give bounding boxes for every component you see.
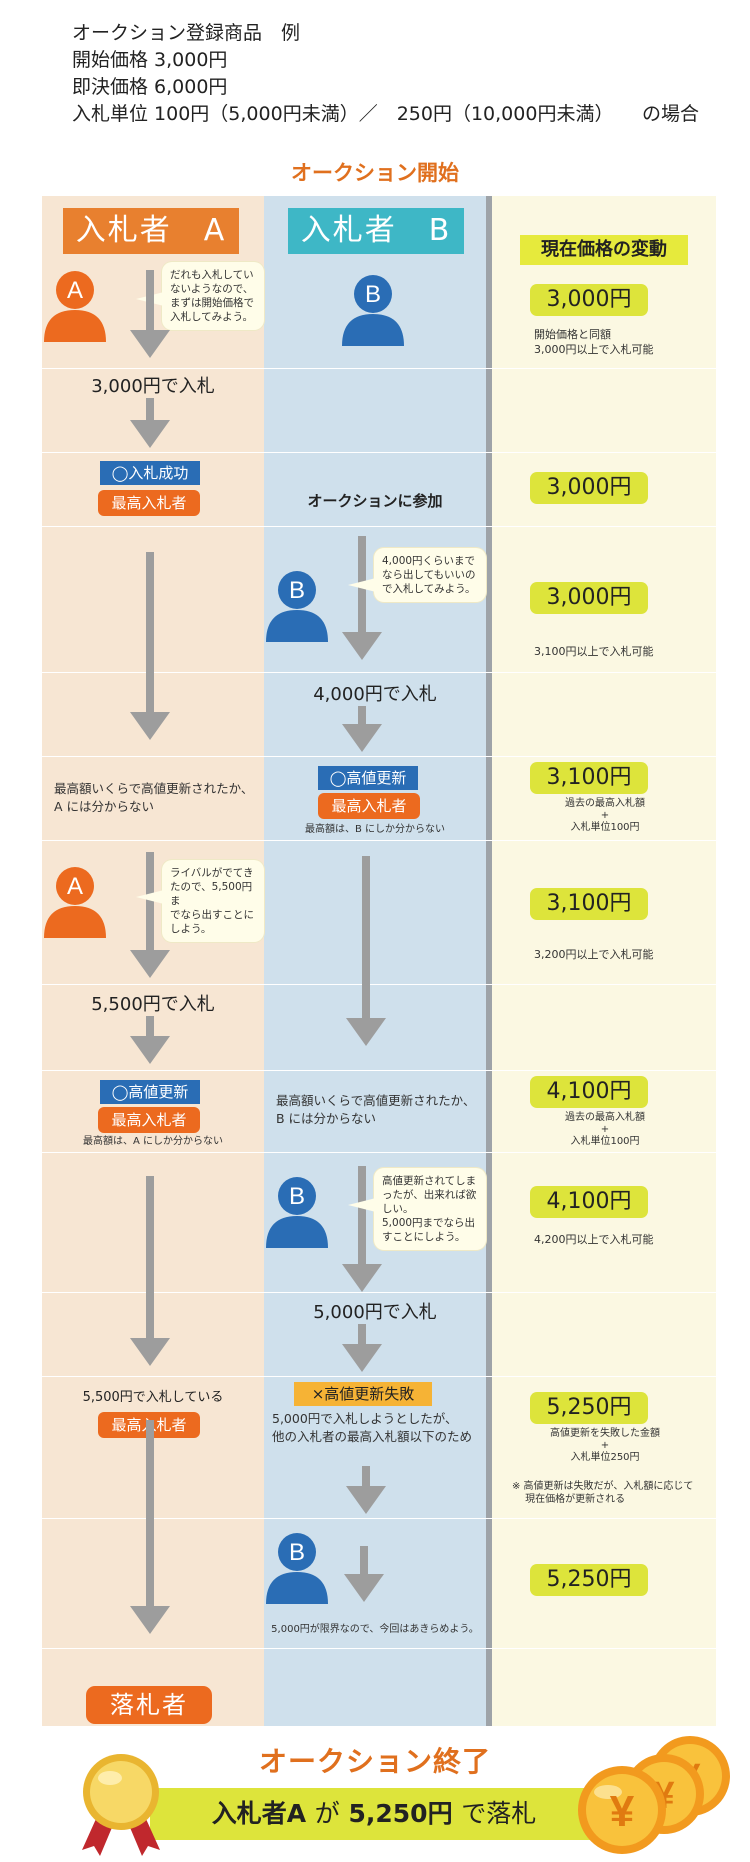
avatar-letter: A — [67, 277, 83, 304]
down-arrow-icon — [346, 1466, 386, 1514]
price-note: 過去の最高入札額 + 入札単位100円 — [565, 798, 645, 833]
result-suffix: で落札 — [461, 1799, 537, 1828]
down-arrow-icon — [130, 270, 170, 358]
bidder-b-header: 入札者 B — [288, 208, 464, 254]
row-divider — [42, 984, 716, 985]
down-arrow-icon — [342, 1324, 382, 1372]
price-update-tag: ◯高値更新 — [318, 766, 418, 790]
price-column — [490, 196, 716, 1726]
bidder-a-header: 入札者 A — [63, 208, 239, 254]
bidder-b-column — [264, 196, 486, 1726]
result-particle: が — [314, 1799, 340, 1828]
person-icon: B — [266, 571, 328, 642]
avatar-letter: B — [365, 281, 381, 308]
highest-bidder-tag: 最高入札者 — [98, 1107, 200, 1133]
down-arrow-icon — [342, 1166, 382, 1292]
highest-bidder-tag: 最高入札者 — [98, 490, 200, 516]
column-divider — [486, 196, 492, 1726]
price-update-tag: ◯高値更新 — [100, 1080, 200, 1104]
intro-bid-unit: 入札単位 100円（5,000円未満）／ 250円（10,000円未満） の場合 — [72, 103, 699, 125]
give-up-note: 5,000円が限界なので、今回はあきらめよう。 — [271, 1624, 479, 1635]
row-divider — [42, 756, 716, 757]
person-icon: A — [44, 271, 106, 342]
current-price: 3,100円 — [530, 888, 648, 920]
row-divider — [42, 1070, 716, 1071]
auction-start-title: オークション開始 — [291, 161, 459, 185]
person-icon: B — [266, 1177, 328, 1248]
result-amount: 5,250円 — [348, 1799, 453, 1828]
row-divider — [42, 672, 716, 673]
row-divider — [42, 1518, 716, 1519]
fail-note: 5,000円で入札しようとしたが、 他の入札者の最高入札額以下のため — [272, 1411, 473, 1444]
row-divider — [42, 1648, 716, 1649]
avatar-letter: B — [289, 577, 305, 604]
price-footnote: ※ 高値更新は失敗だが、入札額に応じて 現在価格が更新される — [512, 1481, 694, 1505]
bid-label: 5,000円で入札 — [313, 1302, 437, 1323]
row-divider — [42, 1376, 716, 1377]
gold-medal-icon — [82, 1754, 160, 1856]
bid-label: 3,000円で入札 — [91, 376, 215, 397]
intro-item: オークション登録商品 例 — [72, 22, 301, 44]
person-icon: B — [342, 275, 404, 346]
result-bar — [150, 1788, 598, 1840]
bid-success-tag: ◯入札成功 — [100, 461, 200, 485]
price-note: 開始価格と同額 3,000円以上で入札可能 — [534, 328, 654, 356]
b-only-note: 最高額は、B にしか分からない — [304, 824, 446, 835]
down-arrow-icon — [130, 1420, 170, 1634]
price-note: 3,200円以上で入札可能 — [534, 948, 654, 961]
down-arrow-icon — [130, 552, 170, 740]
yen-coin-icon: ¥ ¥ ¥ — [578, 1736, 730, 1854]
down-arrow-icon — [130, 1016, 170, 1064]
down-arrow-icon — [344, 1546, 384, 1602]
speech-bubble: だれも入札してい ないようなので、 まずは開始価格で 入札してみよう。 — [136, 262, 264, 330]
join-auction-label: オークションに参加 — [307, 492, 443, 510]
winner-tag: 落札者 — [86, 1686, 212, 1724]
avatar-letter: A — [67, 873, 83, 900]
bid-label: 4,000円で入札 — [313, 684, 437, 705]
result-text: 入札者A が 5,250円 で落札 — [150, 1788, 598, 1840]
row-divider — [42, 840, 716, 841]
down-arrow-icon — [130, 398, 170, 448]
current-price: 3,000円 — [530, 582, 648, 614]
avatar-letter: B — [289, 1183, 305, 1210]
row-divider — [42, 368, 716, 369]
intro-start-price: 開始価格 3,000円 — [72, 49, 228, 71]
down-arrow-icon — [346, 856, 386, 1046]
current-price: 4,100円 — [530, 1076, 648, 1108]
person-icon: A — [44, 867, 106, 938]
price-change-header: 現在価格の変動 — [520, 235, 688, 265]
a-bidding-note: 5,500円で入札している — [82, 1390, 224, 1405]
result-bidder: 入札者A — [211, 1799, 307, 1828]
speech-bubble: 4,000円くらいまで なら出してもいいの で入札してみよう。 — [348, 548, 486, 602]
price-note: 3,100円以上で入札可能 — [534, 645, 654, 658]
current-price: 3,000円 — [530, 472, 648, 504]
row-divider — [42, 1152, 716, 1153]
auction-end-title: オークション終了 — [258, 1745, 491, 1778]
current-price: 5,250円 — [530, 1392, 648, 1424]
down-arrow-icon — [342, 706, 382, 752]
row-divider — [42, 1292, 716, 1293]
b-unknown-note: 最高額いくらで高値更新されたか、 B には分からない — [276, 1093, 476, 1126]
intro-buyout-price: 即決価格 6,000円 — [72, 76, 228, 98]
speech-bubble: ライバルがでてき たので、5,500円ま でなら出すことに しよう。 — [136, 860, 264, 942]
highest-bidder-tag: 最高入札者 — [318, 793, 420, 819]
speech-bubble: 高値更新されてしま ったが、出来れば欲 しい。 5,000円までなら出 すことに… — [348, 1168, 486, 1250]
down-arrow-icon — [130, 1176, 170, 1366]
current-price: 5,250円 — [530, 1564, 648, 1596]
current-price: 3,000円 — [530, 284, 648, 316]
row-divider — [42, 452, 716, 453]
price-note: 4,200円以上で入札可能 — [534, 1233, 654, 1246]
a-unknown-note: 最高額いくらで高値更新されたか、 A には分からない — [54, 781, 254, 814]
yen-symbol: ¥ — [610, 1787, 635, 1836]
price-note: 過去の最高入札額 + 入札単位100円 — [565, 1112, 645, 1147]
a-only-note: 最高額は、A にしか分からない — [82, 1136, 224, 1147]
price-note: 高値更新を失敗した金額 + 入札単位250円 — [550, 1428, 660, 1463]
current-price: 4,100円 — [530, 1186, 648, 1218]
avatar-letter: B — [289, 1539, 305, 1566]
row-divider — [42, 526, 716, 527]
current-price: 3,100円 — [530, 762, 648, 794]
bid-label: 5,500円で入札 — [91, 994, 215, 1015]
update-failed-tag: ×高値更新失敗 — [294, 1382, 432, 1406]
person-icon: B — [266, 1533, 328, 1604]
